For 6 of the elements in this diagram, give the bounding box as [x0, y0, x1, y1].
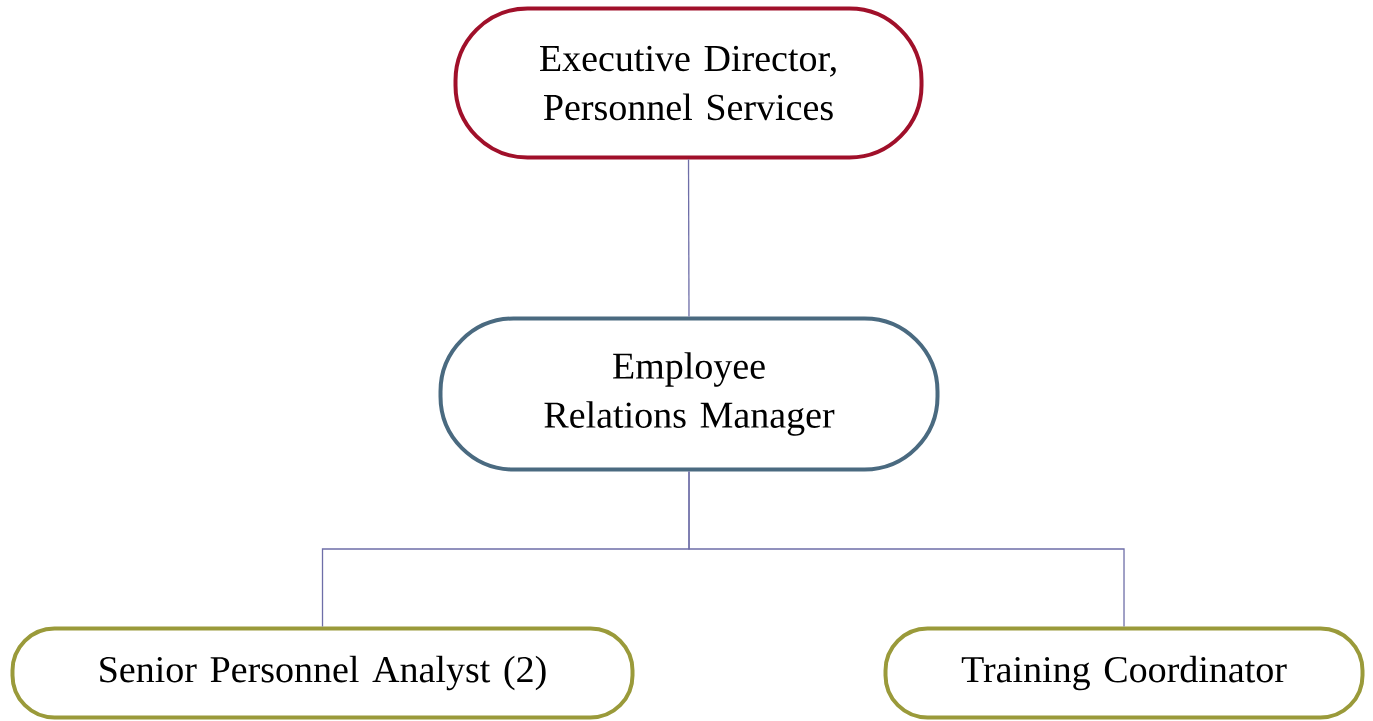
connector-line [687, 158, 690, 318]
role-box: Training Coordinator [883, 626, 1365, 720]
role-box: Executive Director, Personnel Services [453, 6, 924, 160]
role-box: Senior Personnel Analyst (2) [10, 626, 635, 720]
connector-line [688, 470, 1125, 628]
role-box: Employee Relations Manager [438, 316, 940, 472]
